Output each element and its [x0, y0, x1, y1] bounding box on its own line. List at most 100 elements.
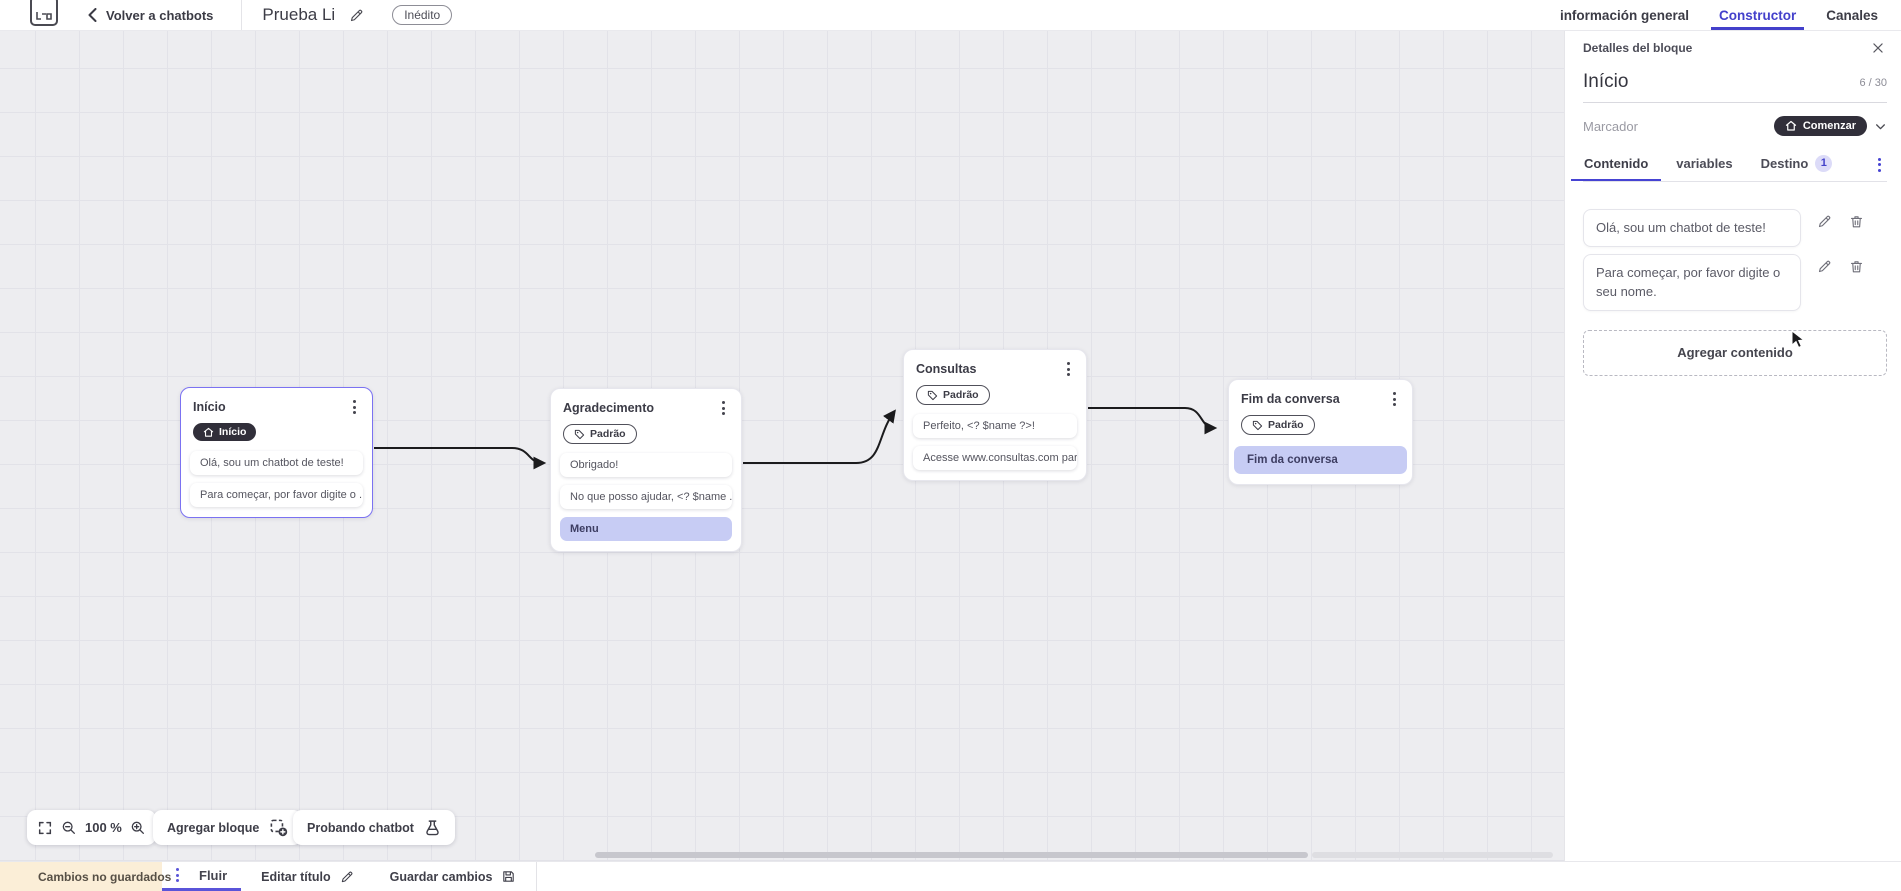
edit-message-button[interactable]	[1817, 259, 1832, 274]
node-consultas[interactable]: Consultas Padrão Perfeito, <? $name ?>! …	[903, 349, 1087, 481]
tag-icon	[1252, 420, 1263, 431]
app-logo[interactable]	[30, 0, 58, 26]
tab-informacion-general[interactable]: información general	[1559, 7, 1689, 23]
node-badge-start: Início	[193, 423, 257, 441]
tab-label: Contenido	[1584, 156, 1649, 171]
close-icon	[1873, 43, 1883, 53]
zoom-in-button[interactable]	[130, 820, 146, 836]
delete-message-button[interactable]	[1849, 259, 1864, 274]
tab-destino[interactable]: Destino 1	[1760, 148, 1834, 181]
message-card[interactable]: Para começar, por favor digite o seu nom…	[1583, 253, 1801, 311]
node-fim-da-conversa[interactable]: Fim da conversa Padrão Fim da conversa	[1228, 379, 1413, 485]
node-menu-row[interactable]: Menu	[560, 516, 732, 541]
back-label: Volver a chatbots	[106, 7, 214, 23]
topbar: Volver a chatbots Prueba Li Inédito info…	[0, 0, 1901, 31]
tab-label: Destino	[1760, 156, 1809, 171]
add-content-button[interactable]: Agregar contenido	[1583, 329, 1887, 376]
flask-icon	[426, 820, 439, 836]
node-header: Consultas	[904, 350, 1086, 378]
flow-tab[interactable]: Fluir	[162, 862, 242, 891]
bottombar: Cambios no guardados Fluir Editar título…	[0, 861, 1901, 891]
edit-message-button[interactable]	[1817, 214, 1832, 229]
node-content-row[interactable]: Para começar, por favor digite o ...	[190, 482, 363, 507]
zoom-out-icon	[62, 821, 75, 834]
zoom-level: 100 %	[85, 820, 122, 835]
node-badge-label: Padrão	[590, 428, 626, 440]
marker-label: Marcador	[1583, 118, 1638, 134]
node-end-row[interactable]: Fim da conversa	[1234, 445, 1407, 474]
message-card[interactable]: Olá, sou um chatbot de teste!	[1583, 209, 1801, 247]
flow-tab-menu-icon[interactable]	[172, 866, 183, 884]
content-item: Olá, sou um chatbot de teste!	[1583, 209, 1887, 247]
marker-row: Marcador Comenzar	[1583, 116, 1887, 136]
delete-message-button[interactable]	[1849, 214, 1864, 229]
main-tabs: información general Constructor Canales	[1545, 0, 1893, 30]
add-block-button[interactable]: Agregar bloque	[153, 810, 303, 845]
unsaved-changes-warning: Cambios no guardados	[0, 862, 171, 891]
add-block-icon	[270, 819, 288, 837]
edit-chatbot-title-button[interactable]	[349, 8, 364, 23]
node-content-row[interactable]: No que posso ajudar, <? $name ...	[560, 484, 732, 509]
edge-consultas-fim	[1088, 407, 1218, 435]
save-changes-button[interactable]: Guardar cambios	[390, 862, 517, 891]
panel-menu-icon[interactable]	[1874, 156, 1885, 174]
tab-canales[interactable]: Canales	[1826, 7, 1878, 23]
node-header: Fim da conversa	[1229, 380, 1412, 408]
node-content-row[interactable]: Obrigado!	[560, 452, 732, 477]
node-agradecimento[interactable]: Agradecimento Padrão Obrigado! No que po…	[550, 388, 742, 552]
node-menu-icon[interactable]	[718, 399, 729, 417]
close-panel-button[interactable]	[1871, 41, 1885, 55]
back-to-chatbots-button[interactable]: Volver a chatbots	[88, 8, 213, 23]
marker-select[interactable]: Comenzar	[1773, 116, 1867, 136]
tag-icon	[927, 390, 938, 401]
node-badge-default: Padrão	[1241, 415, 1315, 435]
edit-title-label: Editar título	[261, 869, 331, 884]
flow-canvas[interactable]: Início Início Olá, sou um chatbot de tes…	[0, 31, 1564, 861]
fit-screen-button[interactable]	[37, 820, 53, 836]
block-name-value: Início	[1583, 71, 1629, 92]
zoom-in-icon	[131, 821, 144, 834]
node-inicio[interactable]: Início Início Olá, sou um chatbot de tes…	[180, 387, 373, 518]
canvas-hscrollbar-thumb[interactable]	[595, 852, 1308, 858]
save-changes-label: Guardar cambios	[389, 869, 493, 884]
main-area: Início Início Olá, sou um chatbot de tes…	[0, 31, 1901, 861]
home-icon	[1785, 120, 1797, 132]
node-badge-label: Padrão	[1268, 419, 1304, 431]
zoom-toolbar: 100 %	[27, 810, 156, 845]
node-badge-label: Início	[219, 426, 247, 438]
test-chatbot-button[interactable]: Probando chatbot	[293, 810, 455, 845]
tab-contenido[interactable]: Contenido	[1570, 149, 1662, 181]
pencil-icon	[341, 871, 353, 882]
topbar-divider	[241, 0, 243, 30]
tag-icon	[574, 429, 585, 440]
tab-variables[interactable]: variables	[1675, 149, 1733, 180]
add-block-label: Agregar bloque	[167, 820, 260, 835]
node-content-row[interactable]: Perfeito, <? $name ?>!	[913, 413, 1077, 438]
edit-title-button[interactable]: Editar título	[261, 862, 353, 891]
content-item: Para começar, por favor digite o seu nom…	[1583, 253, 1887, 311]
test-chatbot-label: Probando chatbot	[307, 820, 414, 835]
node-menu-icon[interactable]	[349, 398, 360, 416]
char-counter: 6 / 30	[1859, 77, 1887, 89]
node-header: Início	[181, 388, 372, 416]
zoom-out-button[interactable]	[61, 820, 77, 836]
node-content-row[interactable]: Olá, sou um chatbot de teste!	[190, 450, 363, 475]
node-content-row[interactable]: Acesse www.consultas.com par...	[913, 445, 1077, 470]
node-menu-icon[interactable]	[1063, 360, 1074, 378]
block-details-panel: Detalles del bloque Início 6 / 30 Marcad…	[1564, 31, 1901, 861]
pencil-icon	[1818, 260, 1831, 272]
bottombar-divider	[536, 862, 538, 891]
edge-agradecimento-consultas	[743, 409, 896, 464]
node-menu-icon[interactable]	[1389, 390, 1400, 408]
tab-constructor[interactable]: Constructor	[1710, 0, 1805, 30]
marker-value: Comenzar	[1802, 120, 1856, 132]
tab-label: variables	[1676, 156, 1733, 171]
chevron-left-icon	[88, 8, 97, 22]
node-badge-default: Padrão	[916, 385, 990, 405]
chevron-down-icon[interactable]	[1874, 120, 1887, 133]
canvas-hscrollbar-track[interactable]	[1312, 852, 1553, 858]
panel-header: Detalles del bloque	[1583, 31, 1887, 55]
block-name-field[interactable]: Início 6 / 30	[1583, 71, 1887, 103]
node-title: Consultas	[916, 362, 977, 376]
